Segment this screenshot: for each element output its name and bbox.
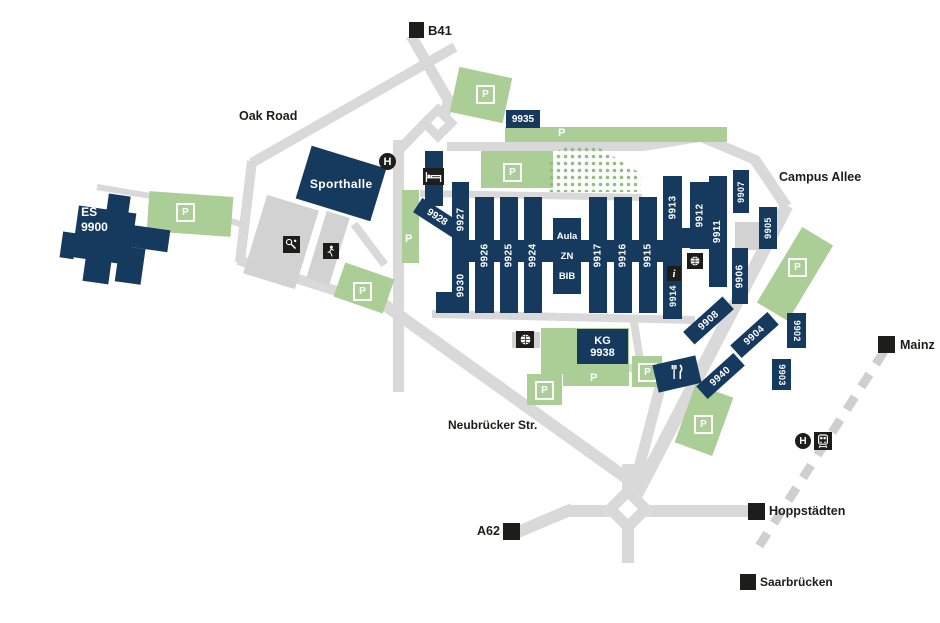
building-9902: 9902 [787,313,806,348]
building-9935: 9935 [506,110,540,128]
parking-west-strip [402,190,419,263]
bed-icon [423,168,444,185]
parking-icon: P [353,282,372,301]
building-part [114,245,146,285]
parking-icon: P [558,127,566,139]
building-9913-9914 [663,176,682,319]
parking-icon: P [535,381,554,400]
road-roundabout-east [644,505,750,517]
parking-icon: P [503,163,522,182]
restaurant-icon [669,363,685,385]
saarbruecken-marker [740,574,756,590]
train-station-icon [814,432,832,450]
building-9911: 9911 [709,176,727,287]
building-9930-foot [436,292,453,313]
building-aula-zn-bib: Aula ZN BIB [553,218,581,294]
parking-icon: P [590,372,598,384]
parking-north-strip [505,127,727,142]
parking-icon: P [788,258,807,277]
building-9917: 9917 [589,197,607,313]
building-9915: 9915 [639,197,657,313]
neubruecker-label: Neubrücker Str. [448,418,538,432]
building-9903: 9903 [772,359,791,390]
building-9913-label: 9913 [667,195,679,220]
road-west-vertical [393,140,404,392]
basketball-icon [687,253,703,269]
bib-label: BIB [558,270,576,282]
building-9914-label: 9914 [667,285,678,307]
a62-marker [503,523,520,540]
road-neubruecker [378,298,636,487]
volleyball-icon [516,331,534,348]
building-9907: 9907 [733,170,749,213]
tree-area [548,146,641,192]
mainz-marker [878,336,895,353]
parking-icon: P [176,203,195,222]
building-part [82,256,112,285]
b41-label: B41 [428,23,452,38]
campus-allee-label: Campus Allee [779,170,862,184]
building-9904: 9904 [730,311,779,359]
b41-marker [409,22,424,38]
hoppstaedten-label: Hoppstädten [769,504,846,518]
gray-building-east [735,222,761,250]
mainz-label: Mainz [900,338,935,352]
a62-label: A62 [477,524,500,538]
tennis-icon [283,236,300,253]
building-9912-connector [680,228,692,248]
railway-line [748,349,888,559]
hoppstaedten-marker [748,503,765,520]
building-9906: 9906 [732,248,748,304]
building-9912: 9912 [690,182,709,249]
roundabout [602,483,654,535]
building-9926: 9926 [475,197,494,313]
building-part [105,193,131,221]
climbing-icon [323,243,339,259]
building-9925: 9925 [500,197,518,313]
building-9916: 9916 [614,197,632,313]
road-oak-1 [249,42,458,168]
info-icon: i [667,266,681,281]
zn-label: ZN [560,250,574,262]
road-a62-link [515,503,575,538]
building-9924: 9924 [524,197,542,313]
parking-icon: P [694,415,713,434]
parking-icon: P [476,85,495,104]
building-restaurant [652,355,702,393]
bus-stop-icon: H [795,433,811,449]
parking-kg-strip [563,373,629,386]
building-9905: 9905 [759,207,777,249]
saarbruecken-label: Saarbrücken [760,575,833,589]
path-sporthalle [350,221,388,268]
aula-label: Aula [556,230,578,242]
building-kg-9938: KG 9938 [577,329,628,364]
parking-icon: P [405,233,413,245]
building-9930-label: 9930 [455,273,467,298]
bus-stop-icon: H [379,153,396,170]
road-campus-top [447,142,645,151]
oak-road-label: Oak Road [239,109,298,123]
